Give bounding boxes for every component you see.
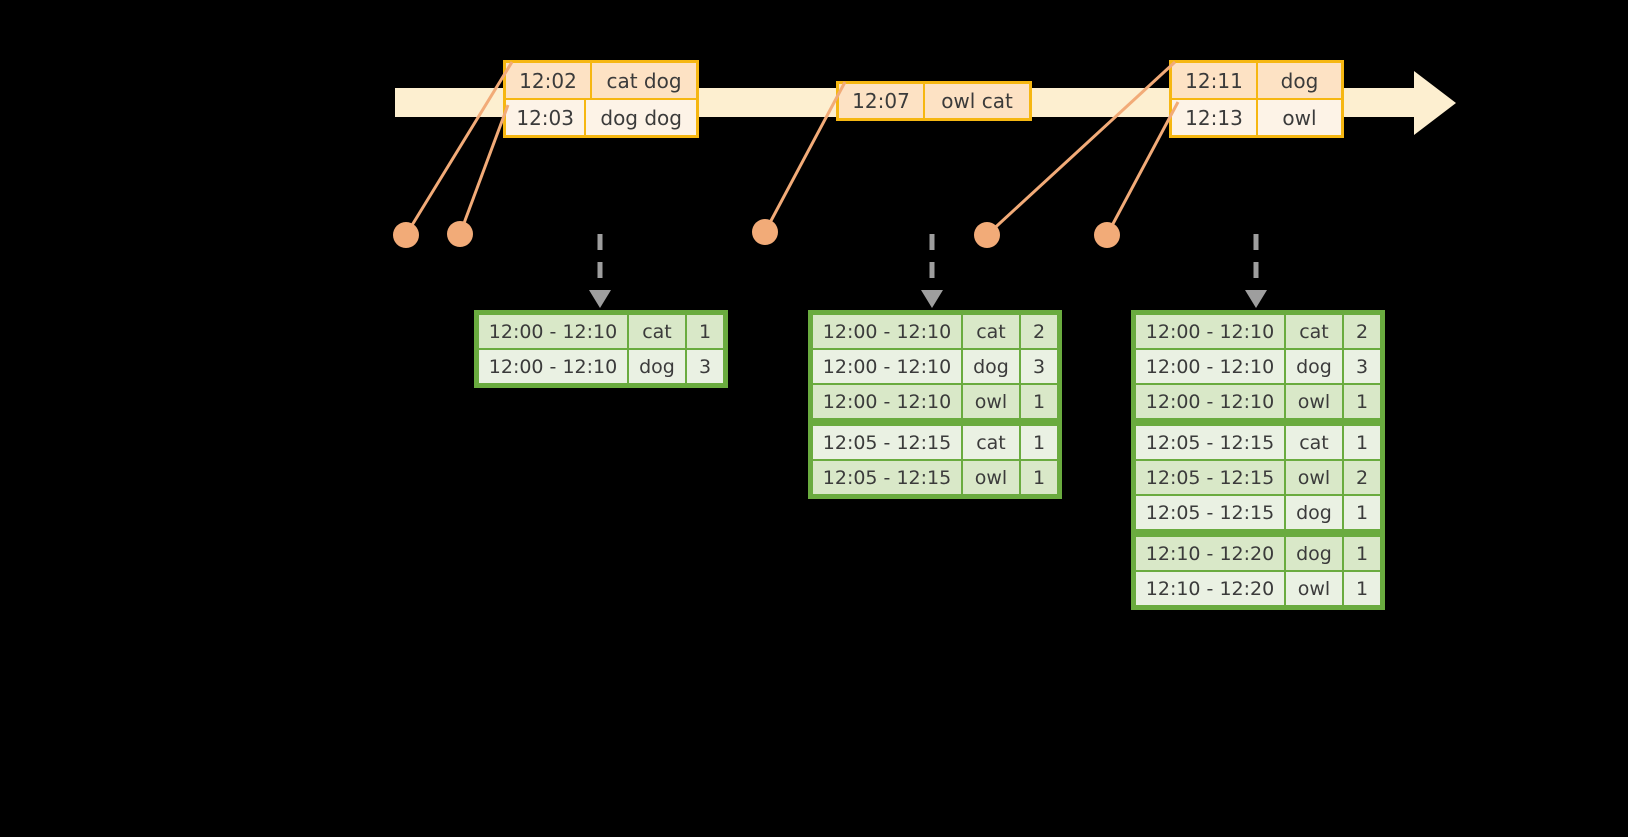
cell-count: 3 — [1344, 350, 1380, 383]
cell-window: 12:05 - 12:15 — [1136, 461, 1284, 494]
cell-word: owl — [963, 461, 1019, 494]
cell-word: dog — [1286, 537, 1342, 570]
event-words: dog — [1280, 68, 1319, 93]
window-group-separator — [1136, 531, 1380, 535]
cell-word: owl — [1286, 385, 1342, 418]
cell-window: 12:00 - 12:10 — [479, 315, 627, 348]
cell-word: dog — [629, 350, 685, 383]
window-group-separator — [1136, 420, 1380, 424]
event-marker-1213-line — [1105, 101, 1180, 236]
event-box-1202-1203[interactable]: 12:02 cat dog 12:03 dog dog — [503, 60, 699, 138]
event-words: owl — [1282, 105, 1317, 130]
event-words: cat dog — [606, 68, 682, 93]
event-row: 12:07 owl cat — [839, 84, 1029, 118]
cell-window: 12:10 - 12:20 — [1136, 537, 1284, 570]
cell-count: 1 — [1344, 537, 1380, 570]
cell-window: 12:00 - 12:10 — [1136, 315, 1284, 348]
event-box-1211-1213[interactable]: 12:11 dog 12:13 owl — [1169, 60, 1344, 138]
cell-word: cat — [629, 315, 685, 348]
cell-word: cat — [963, 315, 1019, 348]
event-marker-1211[interactable] — [974, 222, 1000, 248]
cell-window: 12:05 - 12:15 — [1136, 426, 1284, 459]
cell-word: dog — [1286, 496, 1342, 529]
event-marker-1203[interactable] — [447, 221, 473, 247]
cell-word: cat — [1286, 315, 1342, 348]
event-row: 12:02 cat dog — [506, 63, 696, 98]
event-marker-1213[interactable] — [1094, 222, 1120, 248]
cell-window: 12:00 - 12:10 — [1136, 350, 1284, 383]
cell-count: 1 — [1344, 426, 1380, 459]
cell-count: 2 — [1021, 315, 1057, 348]
emit-arrow-1-head-icon — [589, 290, 611, 308]
cell-word: owl — [963, 385, 1019, 418]
event-time: 12:07 — [839, 84, 925, 118]
event-marker-1203-line — [458, 104, 510, 235]
event-time: 12:13 — [1172, 100, 1258, 135]
event-words: owl cat — [941, 89, 1013, 113]
cell-window: 12:10 - 12:20 — [1136, 572, 1284, 605]
cell-word: owl — [1286, 461, 1342, 494]
cell-word: cat — [963, 426, 1019, 459]
event-words: dog dog — [600, 105, 682, 130]
emit-arrow-2-head-icon — [921, 290, 943, 308]
event-marker-1207[interactable] — [752, 219, 778, 245]
cell-count: 2 — [1344, 315, 1380, 348]
event-box-1207[interactable]: 12:07 owl cat — [836, 81, 1032, 121]
cell-count: 1 — [687, 315, 723, 348]
cell-count: 1 — [1021, 385, 1057, 418]
event-time: 12:03 — [506, 100, 587, 135]
cell-window: 12:00 - 12:10 — [813, 385, 961, 418]
cell-count: 1 — [1021, 426, 1057, 459]
emit-arrow-3-head-icon — [1245, 290, 1267, 308]
cell-word: dog — [1286, 350, 1342, 383]
timeline-arrowhead-icon — [1414, 71, 1456, 135]
cell-count: 3 — [687, 350, 723, 383]
cell-count: 1 — [1344, 572, 1380, 605]
window-group-separator — [813, 420, 1057, 424]
cell-window: 12:00 - 12:10 — [813, 315, 961, 348]
event-row: 12:13 owl — [1172, 98, 1341, 135]
cell-word: dog — [963, 350, 1019, 383]
cell-window: 12:05 - 12:15 — [813, 461, 961, 494]
cell-count: 3 — [1021, 350, 1057, 383]
event-row: 12:03 dog dog — [506, 98, 696, 135]
event-marker-1202[interactable] — [393, 222, 419, 248]
cell-window: 12:00 - 12:10 — [1136, 385, 1284, 418]
cell-window: 12:00 - 12:10 — [813, 350, 961, 383]
cell-word: cat — [1286, 426, 1342, 459]
cell-count: 1 — [1344, 496, 1380, 529]
cell-word: owl — [1286, 572, 1342, 605]
cell-window: 12:00 - 12:10 — [479, 350, 627, 383]
event-row: 12:11 dog — [1172, 63, 1341, 98]
event-time: 12:02 — [506, 63, 592, 98]
cell-count: 2 — [1344, 461, 1380, 494]
cell-count: 1 — [1021, 461, 1057, 494]
cell-count: 1 — [1344, 385, 1380, 418]
cell-window: 12:05 - 12:15 — [813, 426, 961, 459]
event-time: 12:11 — [1172, 63, 1258, 98]
cell-window: 12:05 - 12:15 — [1136, 496, 1284, 529]
